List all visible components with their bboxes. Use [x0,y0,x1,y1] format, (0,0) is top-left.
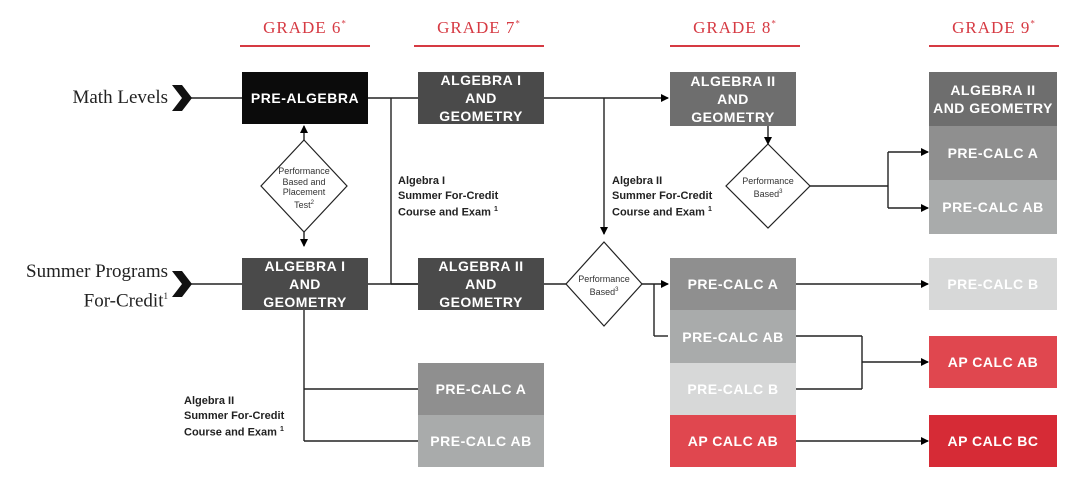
grade8-perf-line2-wrap: Based3 [728,187,808,200]
algebra1-summer-note: Algebra I Summer For-Credit Course and E… [398,174,498,220]
grade-6-mark: * [341,18,347,29]
g7-alg2-line2: AND GEOMETRY [439,276,523,310]
summer-perf-line1: Performance [578,274,630,284]
g7-algebra1-geometry-box: ALGEBRA I AND GEOMETRY [418,72,544,124]
grade-8-label: GRADE 8 [693,18,772,37]
summer-perf-line2: Based [589,286,616,297]
g6-alg1-line2: AND GEOMETRY [263,276,347,310]
grade8-performance-diamond [725,143,811,229]
g8-precalc-ab-box: PRE-CALC AB [670,310,796,363]
g8-alg2-line1: ALGEBRA II [690,73,776,89]
summer-perf-line2-wrap: Based3 [566,285,642,298]
grade-9-header: GRADE 9* [929,18,1059,38]
grade-9-label: GRADE 9 [952,18,1031,37]
grade8-performance-label: Performance Based3 [728,176,808,199]
summer-performance-label: Performance Based3 [566,274,642,297]
alg2-note-line3-wrap: Course and Exam 1 [612,203,712,220]
g8-precalc-a-box: PRE-CALC A [670,258,796,310]
g9-alg2-line2: AND GEOMETRY [933,100,1053,116]
placement-line4-wrap: Test2 [264,198,344,211]
placement-line4: Test [294,199,311,210]
summer-label-line2-wrap: For-Credit1 [0,284,168,313]
placement-line3: Placement [282,187,326,197]
g9-ap-calc-ab-box: AP CALC AB [929,336,1057,388]
grade8-perf-line1: Performance [742,176,794,186]
g6-pre-algebra-box: PRE-ALGEBRA [242,72,368,124]
alg2-note-line3: Course and Exam [612,206,705,219]
math-levels-label: Math Levels [72,87,168,108]
alg1-note-mark: 1 [493,206,498,213]
grade-7-mark: * [515,18,521,29]
summer-programs-label: Summer Programs For-Credit1 [0,260,168,313]
alg2-note-line1: Algebra II [612,175,663,187]
algebra2-summer-note-lower: Algebra II Summer For-Credit Course and … [184,394,284,440]
grade-9-underline [929,45,1059,47]
g9-ap-calc-bc-box: AP CALC BC [929,415,1057,467]
grade-7-header: GRADE 7* [414,18,544,38]
g9-algebra2-geometry-box: ALGEBRA II AND GEOMETRY [929,72,1057,126]
alg1-note-line1: Algebra I [398,175,446,187]
placement-line1: Performance [278,166,330,176]
alg2b-note-line1: Algebra II [184,395,235,407]
g9-precalc-b-box: PRE-CALC B [929,258,1057,310]
alg2b-note-line3-wrap: Course and Exam 1 [184,423,284,440]
grade8-perf-mark: 3 [779,188,783,195]
g7-alg1-line2: AND GEOMETRY [439,90,523,124]
alg2-note-line2: Summer For-Credit [612,189,713,202]
grade-6-label: GRADE 6 [263,18,342,37]
g6-alg1-line1: ALGEBRA I [264,258,346,274]
alg2b-note-line2: Summer For-Credit [184,409,285,422]
grade-7-underline [414,45,544,47]
alg1-note-line3-wrap: Course and Exam 1 [398,203,498,220]
alg2b-note-line3: Course and Exam [184,426,277,439]
g7-algebra2-geometry-box: ALGEBRA II AND GEOMETRY [418,258,544,310]
summer-label-mark: 1 [163,291,169,301]
g8-algebra2-geometry-box: ALGEBRA II AND GEOMETRY [670,72,796,126]
alg1-note-line2: Summer For-Credit [398,189,499,202]
grade-6-header: GRADE 6* [240,18,370,38]
grade-8-mark: * [771,18,777,29]
math-levels-chevron-icon [172,85,192,111]
g7-precalc-a-box: PRE-CALC A [418,363,544,415]
g6-algebra1-geometry-box: ALGEBRA I AND GEOMETRY [242,258,368,310]
g9-precalc-a-box: PRE-CALC A [929,126,1057,180]
summer-performance-diamond [565,241,643,327]
grade-8-underline [670,45,800,47]
g7-alg1-line1: ALGEBRA I [440,72,522,88]
g7-alg2-line1: ALGEBRA II [438,258,524,274]
g8-ap-calc-ab-box: AP CALC AB [670,415,796,467]
grade-9-mark: * [1030,18,1036,29]
placement-test-label: Performance Based and Placement Test2 [264,166,344,210]
summer-perf-mark: 3 [615,286,619,293]
algebra2-summer-note: Algebra II Summer For-Credit Course and … [612,174,712,220]
g8-precalc-b-box: PRE-CALC B [670,363,796,415]
g9-alg2-line1: ALGEBRA II [950,82,1036,98]
g9-precalc-ab-box: PRE-CALC AB [929,180,1057,234]
grade8-perf-line2: Based [753,188,780,199]
placement-test-diamond [260,139,348,233]
summer-label-line2: For-Credit [83,290,164,312]
grade-7-label: GRADE 7 [437,18,516,37]
g8-alg2-line2: AND GEOMETRY [691,91,775,125]
placement-mark: 2 [310,199,314,206]
alg2-note-mark: 1 [707,206,712,213]
summer-programs-chevron-icon [172,271,192,297]
alg2b-note-mark: 1 [279,426,284,433]
summer-label-line1: Summer Programs [26,261,168,282]
alg1-note-line3: Course and Exam [398,206,491,219]
g7-precalc-ab-box: PRE-CALC AB [418,415,544,467]
grade-8-header: GRADE 8* [670,18,800,38]
grade-6-underline [240,45,370,47]
placement-line2: Based and [282,176,326,187]
